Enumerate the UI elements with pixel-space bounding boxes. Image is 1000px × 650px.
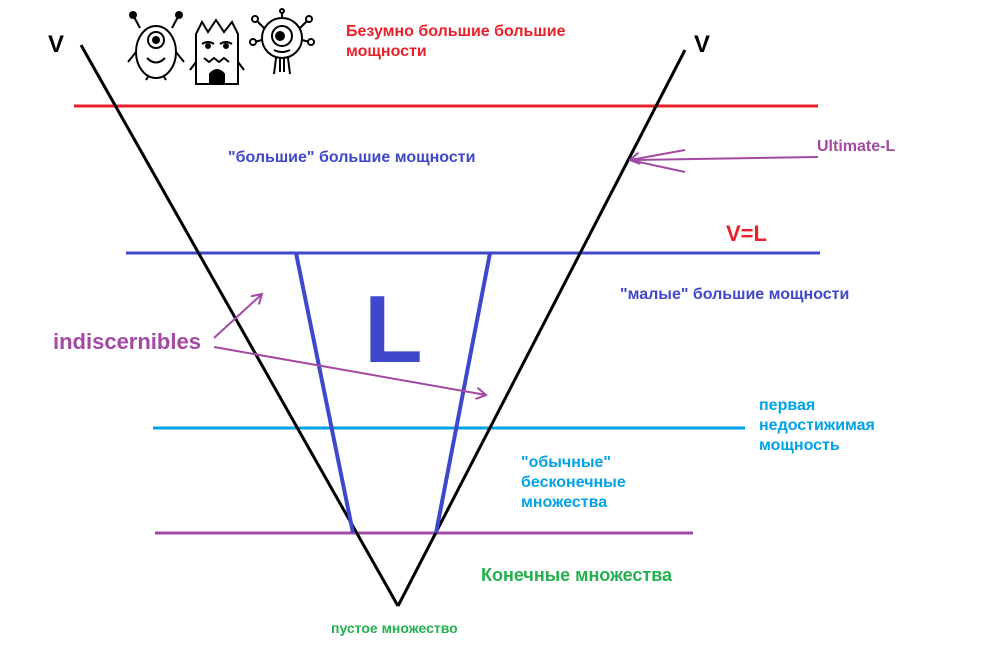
indiscernibles-arrow-up (213, 294, 262, 339)
indiscernibles-arrow-down (213, 346, 486, 395)
ultimate-l-arrow-tail (629, 159, 686, 173)
l-letter-label: L (364, 276, 423, 383)
ultimate-l-arrow-shaft (633, 156, 819, 161)
insane-cardinals-label: Безумно большие большие мощности (346, 23, 566, 60)
v-left-edge (79, 44, 400, 607)
ultimate-l-label: Ultimate-L (817, 138, 896, 155)
small-large-cardinals-label: "малые" большие мощности (620, 286, 850, 303)
l-left-edge (294, 252, 355, 534)
v-right-edge (396, 49, 687, 607)
v-left-label: V (48, 31, 65, 58)
first-inaccessible-label: первая недостижимая мощность (759, 397, 875, 454)
v-equals-l-label: V=L (726, 221, 767, 246)
l-right-edge (434, 252, 492, 534)
ordinary-infinite-sets-label: "обычные" бесконечные множества (521, 454, 626, 511)
indiscernibles-label: indiscernibles (53, 329, 201, 354)
monster-one-eye-icon (127, 11, 185, 81)
monster-cyclops-tentacles-icon (249, 8, 315, 75)
big-large-cardinals-label: "большие" большие мощности (228, 149, 476, 166)
ultimate-l-arrow (630, 149, 686, 160)
empty-set-label: пустое множество (331, 620, 458, 636)
finite-sets-label: Конечные множества (481, 565, 673, 585)
v-right-label: V (694, 31, 711, 58)
monster-zigzag-mouth-icon (189, 18, 245, 85)
